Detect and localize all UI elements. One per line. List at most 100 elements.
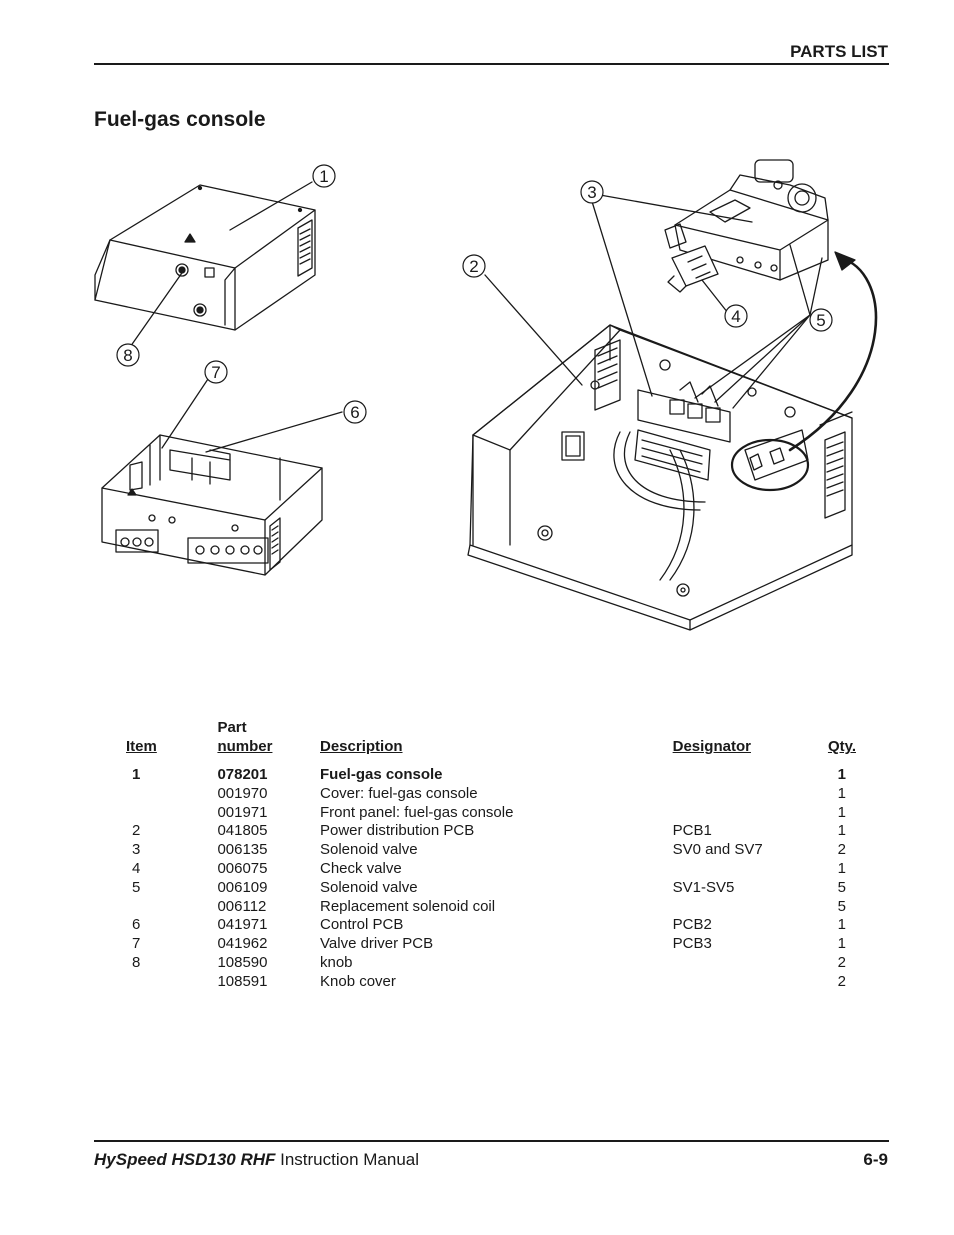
table-row: 1 078201 Fuel-gas console 1 xyxy=(110,766,870,785)
callout-3: 3 xyxy=(580,180,604,204)
cell-part-number: 041971 xyxy=(217,916,268,934)
cell-part-number: 006075 xyxy=(217,859,268,877)
cell-qty: 5 xyxy=(837,878,846,896)
header-rule xyxy=(94,63,889,65)
cell-part-number: 041805 xyxy=(217,822,268,840)
cell-part-number: 006112 xyxy=(217,897,267,915)
cell-description: Solenoid valve xyxy=(320,841,418,859)
cell-designator xyxy=(673,954,828,973)
table-row: 6 041971 Control PCB PCB2 1 xyxy=(110,916,870,935)
callout-7: 7 xyxy=(204,360,228,384)
cell-item: 6 xyxy=(132,916,141,934)
header-designator: Designator xyxy=(672,738,751,755)
cell-qty: 1 xyxy=(837,859,846,877)
cell-description: Front panel: fuel-gas console xyxy=(320,803,514,821)
cell-description: Knob cover xyxy=(320,972,396,990)
callout-4: 4 xyxy=(724,304,748,328)
console-closed-drawing xyxy=(94,184,316,331)
cell-designator: PCB2 xyxy=(672,916,712,934)
page-header-title: PARTS LIST xyxy=(790,42,888,61)
cell-item: 7 xyxy=(132,935,141,953)
svg-text:6: 6 xyxy=(350,403,359,422)
cell-description: Fuel-gas console xyxy=(320,766,443,783)
cell-designator xyxy=(673,898,828,917)
cell-qty: 2 xyxy=(837,953,846,971)
cell-qty: 5 xyxy=(837,897,846,915)
callout-8: 8 xyxy=(116,343,140,367)
cell-item: 1 xyxy=(132,766,141,783)
header-item: Item xyxy=(126,738,157,755)
svg-text:5: 5 xyxy=(816,311,825,330)
cell-item xyxy=(110,785,217,804)
cell-part-number: 041962 xyxy=(217,935,268,953)
footer-rule xyxy=(94,1140,889,1142)
cell-qty: 1 xyxy=(837,784,846,802)
svg-text:7: 7 xyxy=(211,363,220,382)
cell-part-number: 108590 xyxy=(217,953,268,971)
cell-description: Valve driver PCB xyxy=(320,935,434,953)
cell-item xyxy=(110,804,217,823)
valve-assembly-drawing xyxy=(664,159,829,293)
table-row: 3 006135 Solenoid valve SV0 and SV7 2 xyxy=(110,841,870,860)
header-description: Description xyxy=(320,738,403,755)
cell-qty: 1 xyxy=(837,766,846,783)
cell-part-number: 001971 xyxy=(217,803,268,821)
cell-designator xyxy=(673,973,828,992)
cell-part-number: 006135 xyxy=(217,841,268,859)
cell-description: Control PCB xyxy=(320,916,404,934)
svg-text:4: 4 xyxy=(731,307,740,326)
cell-designator xyxy=(673,860,828,879)
cell-description: Power distribution PCB xyxy=(320,822,475,840)
cell-description: knob xyxy=(320,953,353,971)
footer-brand: HySpeed HSD130 RHF xyxy=(94,1150,276,1169)
cell-qty: 1 xyxy=(837,803,846,821)
cell-description: Replacement solenoid coil xyxy=(320,897,496,915)
section-title: Fuel-gas console xyxy=(94,108,266,131)
cell-designator: SV0 and SV7 xyxy=(672,841,763,859)
cell-designator: PCB3 xyxy=(672,935,712,953)
svg-text:1: 1 xyxy=(319,167,328,186)
cell-qty: 1 xyxy=(837,916,846,934)
cell-designator: SV1-SV5 xyxy=(672,878,735,896)
cell-item: 3 xyxy=(132,841,141,859)
cell-designator: PCB1 xyxy=(672,822,712,840)
cell-description: Check valve xyxy=(320,859,402,877)
cell-qty: 1 xyxy=(837,935,846,953)
cell-designator xyxy=(673,804,828,823)
page-number: 6-9 xyxy=(863,1150,888,1169)
footer-manual-title: HySpeed HSD130 RHF Instruction Manual xyxy=(94,1150,419,1170)
cell-part-number: 078201 xyxy=(217,766,268,783)
svg-text:2: 2 xyxy=(469,257,478,276)
svg-text:3: 3 xyxy=(587,183,596,202)
callout-5: 5 xyxy=(809,308,833,332)
svg-text:8: 8 xyxy=(123,346,132,365)
cell-item: 8 xyxy=(132,953,141,971)
cell-item: 4 xyxy=(132,859,141,877)
callout-6: 6 xyxy=(343,400,367,424)
table-row: 001971 Front panel: fuel-gas console 1 xyxy=(110,804,870,823)
cell-designator xyxy=(673,766,828,785)
cell-qty: 2 xyxy=(837,972,846,990)
cell-designator xyxy=(673,785,828,804)
callout-markers: 1 2 3 4 5 6 7 8 xyxy=(116,164,833,424)
console-open-drawing xyxy=(101,434,323,576)
cell-part-number: 006109 xyxy=(217,878,268,896)
table-row: 8 108590 knob 2 xyxy=(110,954,870,973)
parts-illustration: 1 2 3 4 5 6 7 8 xyxy=(94,159,878,631)
callout-1: 1 xyxy=(312,164,336,188)
table-row: 7 041962 Valve driver PCB PCB3 1 xyxy=(110,935,870,954)
footer-manual: Instruction Manual xyxy=(280,1150,420,1169)
cell-qty: 2 xyxy=(837,841,846,859)
cell-part-number: 001970 xyxy=(217,784,268,802)
main-chassis-drawing xyxy=(467,324,853,631)
leader-lines xyxy=(127,181,878,453)
cell-item: 2 xyxy=(132,822,141,840)
